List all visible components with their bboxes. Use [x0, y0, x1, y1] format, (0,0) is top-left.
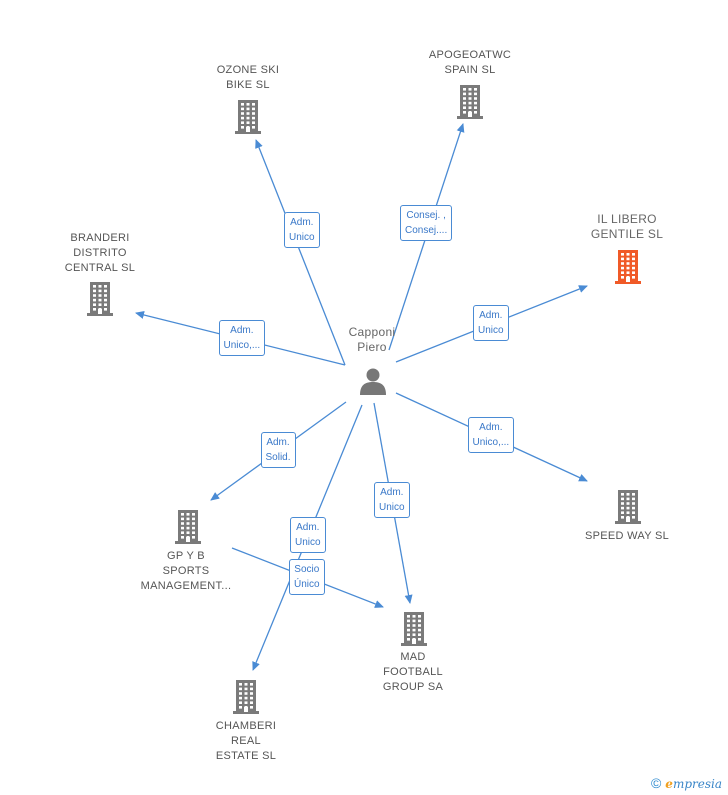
edge-ozone	[255, 139, 346, 366]
company-name-libero[interactable]: IL LIBERO GENTILE SL	[590, 212, 664, 241]
person-name[interactable]: Capponi Piero	[348, 325, 396, 354]
company-name-chamberi[interactable]: CHAMBERI REAL ESTATE SL	[215, 719, 277, 762]
building-icon-ozone[interactable]	[233, 100, 263, 139]
relation-label-apogeo[interactable]: Consej. , Consej....	[400, 205, 453, 241]
company-name-speedway[interactable]: SPEED WAY SL	[584, 529, 670, 542]
relation-label-branderi[interactable]: Adm. Unico,...	[218, 320, 266, 356]
relation-label-gpyb_mad[interactable]: Socio Único	[289, 559, 325, 595]
footer-brand[interactable]: ©empresia	[651, 775, 722, 791]
building-icon-branderi[interactable]	[85, 282, 115, 321]
company-name-branderi[interactable]: BRANDERI DISTRITO CENTRAL SL	[64, 231, 136, 274]
company-name-ozone[interactable]: OZONE SKI BIKE SL	[216, 64, 280, 91]
company-name-mad[interactable]: MAD FOOTBALL GROUP SA	[382, 650, 444, 693]
building-icon-speedway[interactable]	[613, 490, 643, 529]
relation-label-ozone[interactable]: Adm. Unico	[284, 212, 320, 248]
copyright-icon: ©	[650, 775, 662, 791]
building-icon-apogeo[interactable]	[455, 85, 485, 124]
brand-logo: empresia	[665, 777, 722, 791]
relation-label-libero[interactable]: Adm. Unico	[473, 305, 509, 341]
building-icon-mad[interactable]	[399, 612, 429, 651]
company-name-gpyb[interactable]: GP Y B SPORTS MANAGEMENT...	[140, 549, 232, 592]
relation-label-gpyb[interactable]: Adm. Solid.	[260, 432, 296, 468]
person-icon[interactable]	[359, 367, 387, 400]
building-icon-chamberi[interactable]	[231, 680, 261, 719]
relation-label-mad[interactable]: Adm. Unico	[374, 482, 410, 518]
relation-label-chamberi[interactable]: Adm. Unico	[290, 517, 326, 553]
company-name-apogeo[interactable]: APOGEOATWC SPAIN SL	[428, 49, 512, 76]
building-icon-libero[interactable]	[613, 250, 643, 289]
relation-label-speedway[interactable]: Adm. Unico,...	[467, 417, 515, 453]
building-icon-gpyb[interactable]	[173, 510, 203, 549]
